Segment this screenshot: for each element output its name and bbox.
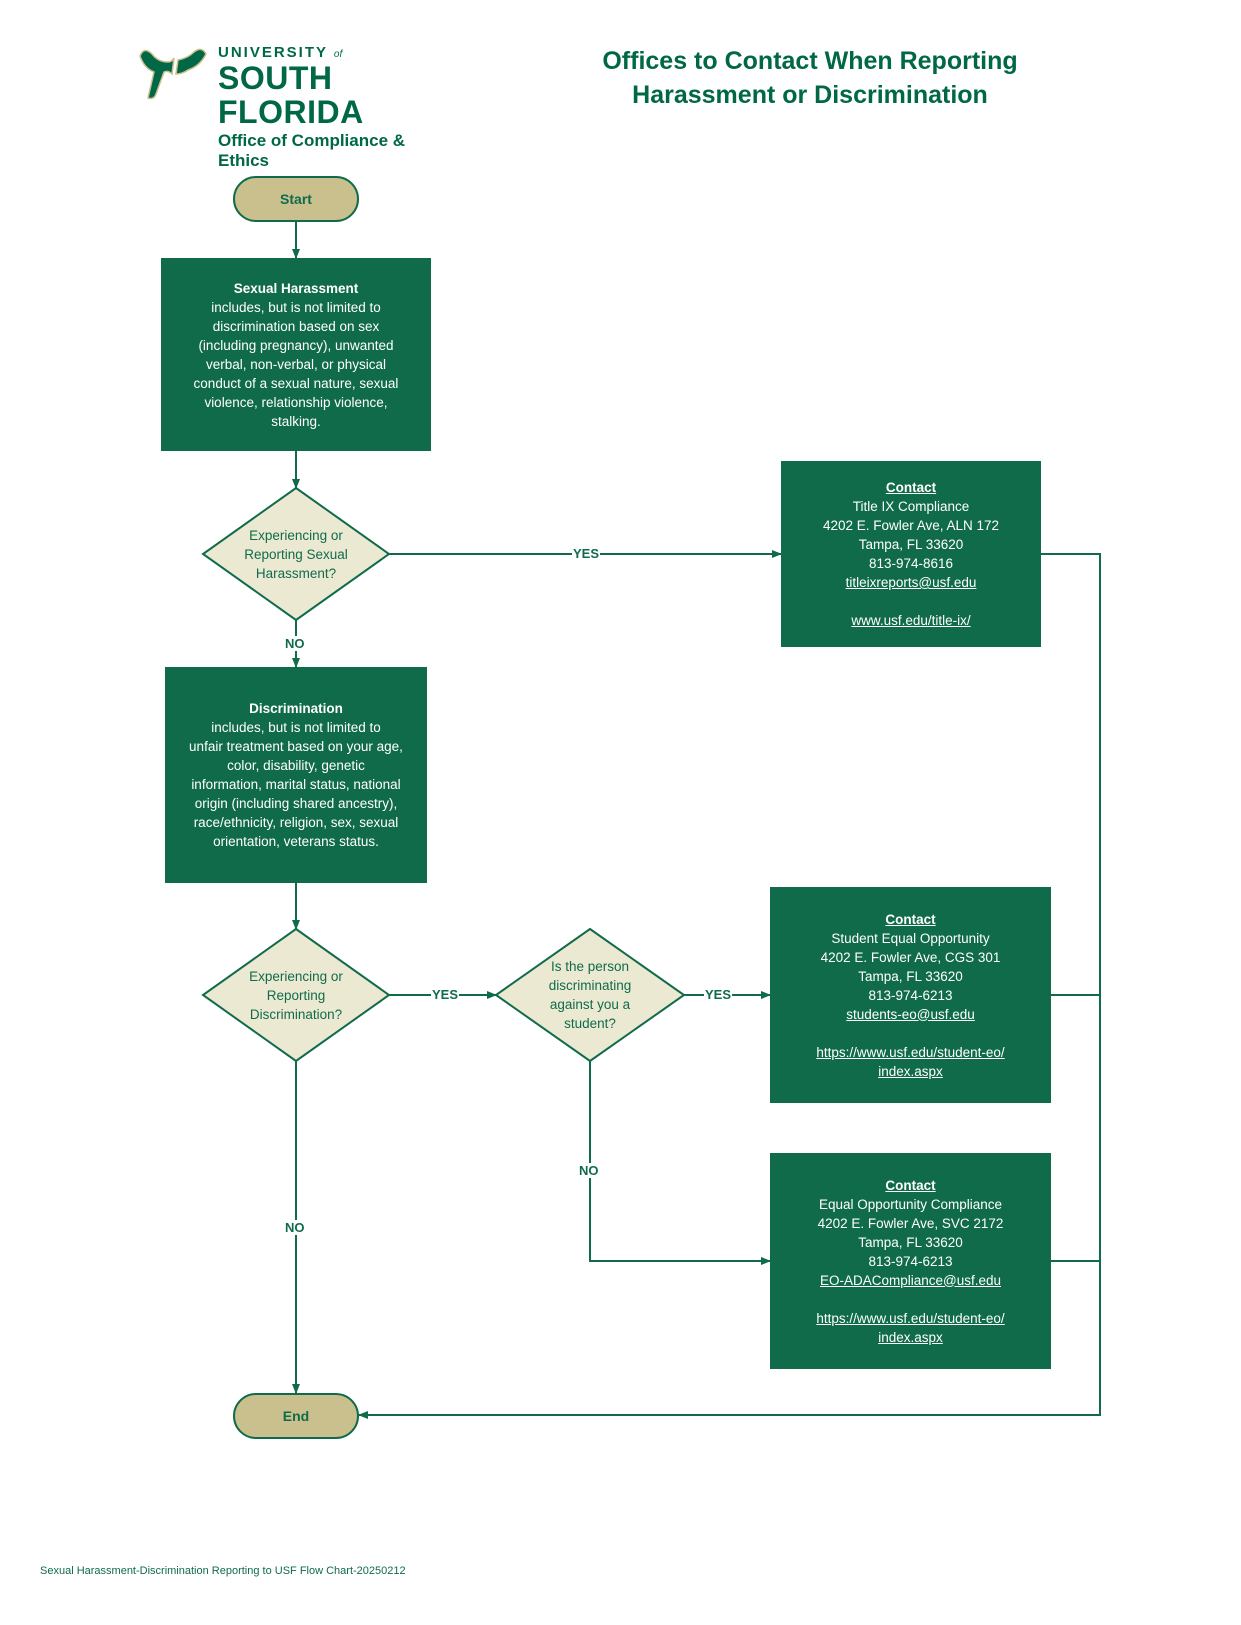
label-no-discrimination: NO <box>284 1220 306 1235</box>
label-yes-discrimination: YES <box>431 987 460 1002</box>
label-no-sexual-harassment: NO <box>284 636 306 651</box>
contact-office: Student Equal Opportunity <box>831 930 990 946</box>
contact-office: Title IX Compliance <box>852 499 970 514</box>
contact-website-link-cont[interactable]: index.aspx <box>878 1063 943 1079</box>
contact-email-link[interactable]: titleixreports@usf.edu <box>845 575 977 590</box>
decision-disc-line: Discrimination? <box>249 1006 343 1022</box>
contact-website-link[interactable]: https://www.usf.edu/student-eo/ <box>816 1310 1005 1326</box>
end-terminal: End <box>233 1393 359 1439</box>
sexual-harassment-line: discrimination based on sex <box>212 318 380 334</box>
contact-city: Tampa, FL 33620 <box>858 968 963 984</box>
discrimination-line: includes, but is not limited to <box>211 720 381 735</box>
contact-phone: 813-974-6213 <box>868 1253 953 1269</box>
end-label: End <box>282 1408 310 1424</box>
contact-email-link[interactable]: students-eo@usf.edu <box>846 1006 975 1022</box>
decision-disc-shape <box>201 927 391 1063</box>
sexual-harassment-line: conduct of a sexual nature, sexual <box>193 375 399 391</box>
sexual-harassment-box: Sexual Harassment includes, but is not l… <box>161 258 431 451</box>
sexual-harassment-line: (including pregnancy), unwanted <box>198 337 394 353</box>
contact-heading: Contact <box>885 911 936 927</box>
contact-website-link[interactable]: https://www.usf.edu/student-eo/ <box>816 1044 1005 1060</box>
sexual-harassment-line: violence, relationship violence, <box>204 394 388 410</box>
contact-heading: Contact <box>885 1177 936 1193</box>
decision-student-line: Is the person <box>550 959 630 974</box>
contact-city: Tampa, FL 33620 <box>858 1234 963 1250</box>
label-yes-student: YES <box>704 987 733 1002</box>
contact-address: 4202 E. Fowler Ave, SVC 2172 <box>817 1215 1004 1231</box>
discrimination-heading: Discrimination <box>249 701 343 716</box>
sexual-harassment-line: stalking. <box>271 413 321 429</box>
start-label: Start <box>280 191 312 207</box>
contact-phone: 813-974-6213 <box>868 987 953 1003</box>
sexual-harassment-heading: Sexual Harassment <box>233 280 359 296</box>
decision-sh-line: Experiencing or <box>249 527 343 543</box>
discrimination-line: origin (including shared ancestry), <box>194 796 398 811</box>
connector-titleix-to-end <box>358 553 1101 1419</box>
contact-website-link-cont[interactable]: index.aspx <box>878 1329 943 1345</box>
contact-heading: Contact <box>885 480 937 495</box>
decision-discrimination: Experiencing or Reporting Discrimination… <box>216 965 376 1025</box>
discrimination-box: Discrimination includes, but is not limi… <box>165 667 427 883</box>
decision-student: Is the person discriminating against you… <box>520 955 660 1035</box>
decision-sh-shape <box>201 486 391 622</box>
logo-university: UNIVERSITY <box>218 44 328 61</box>
sexual-harassment-line: includes, but is not limited to <box>211 299 381 315</box>
logo-name: SOUTH FLORIDA <box>218 60 364 130</box>
connector-student-no-eoc <box>589 1061 771 1265</box>
decision-student-line: student? <box>564 1016 616 1031</box>
decision-student-line: against you a <box>549 997 631 1012</box>
logo-office: Office of Compliance & Ethics <box>218 131 406 170</box>
start-terminal: Start <box>233 176 359 222</box>
discrimination-line: race/ethnicity, religion, sex, sexual <box>193 815 399 830</box>
page-title-line1: Offices to Contact When Reporting <box>602 47 1018 75</box>
decision-student-line: discriminating <box>548 978 632 993</box>
contact-title-ix: Contact Title IX Compliance 4202 E. Fowl… <box>781 461 1041 647</box>
label-yes-titleix: YES <box>572 546 601 561</box>
contact-phone: 813-974-8616 <box>868 556 954 571</box>
discrimination-line: color, disability, genetic <box>227 758 365 773</box>
decision-sh-line: Reporting Sexual <box>244 546 348 562</box>
decision-sh-line: Harassment? <box>255 565 337 581</box>
decision-disc-line: Experiencing or <box>249 968 343 984</box>
contact-eo-compliance: Contact Equal Opportunity Compliance 420… <box>770 1153 1051 1369</box>
contact-email-link[interactable]: EO-ADACompliance@usf.edu <box>819 1272 1002 1288</box>
contact-address: 4202 E. Fowler Ave, ALN 172 <box>822 518 1000 533</box>
discrimination-line: information, marital status, national <box>191 777 401 792</box>
page-title: Offices to Contact When Reporting Harass… <box>560 44 1060 112</box>
logo-of: of <box>333 49 343 60</box>
sexual-harassment-line: verbal, non-verbal, or physical <box>205 356 387 372</box>
discrimination-line: unfair treatment based on your age, <box>189 739 403 754</box>
page-title-line2: Harassment or Discrimination <box>632 81 988 109</box>
usf-logo: UNIVERSITY of SOUTH FLORIDA Office of Co… <box>138 40 458 170</box>
contact-student-eo: Contact Student Equal Opportunity 4202 E… <box>770 887 1051 1103</box>
contact-website-link[interactable]: www.usf.edu/title-ix/ <box>851 613 971 628</box>
discrimination-line: orientation, veterans status. <box>213 834 379 849</box>
contact-office: Equal Opportunity Compliance <box>818 1196 1003 1212</box>
decision-student-shape <box>494 927 686 1063</box>
decision-sexual-harassment: Experiencing or Reporting Sexual Harassm… <box>216 524 376 584</box>
label-no-student: NO <box>578 1163 600 1178</box>
contact-address: 4202 E. Fowler Ave, CGS 301 <box>820 949 1001 965</box>
contact-city: Tampa, FL 33620 <box>858 537 964 552</box>
footer-filename: Sexual Harassment-Discrimination Reporti… <box>40 1565 406 1577</box>
bull-horns-icon <box>139 48 207 100</box>
decision-disc-line: Reporting <box>266 987 326 1003</box>
